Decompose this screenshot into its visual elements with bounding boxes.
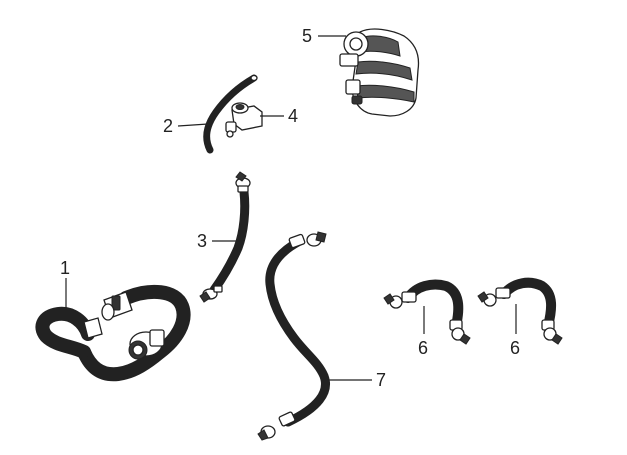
part-4-valve: [225, 102, 263, 138]
part-3-top-clamp: [235, 171, 251, 193]
part-7-bottom-clamp: [257, 425, 276, 441]
callouts: 1 2 3 4 5 6 6 7: [60, 26, 520, 390]
callout-6-right: 6: [510, 338, 520, 358]
part-6-right-clamp-b: [543, 327, 563, 345]
part-6-right-clamp-a: [477, 291, 497, 307]
part-6-hose-right: [477, 277, 563, 345]
part-2-hose: [203, 74, 258, 154]
callout-3: 3: [197, 231, 207, 251]
part-6-left-clamp-b: [451, 327, 471, 345]
part-7-top-clamp: [306, 231, 327, 247]
callout-6-left: 6: [418, 338, 428, 358]
callout-5: 5: [302, 26, 312, 46]
leader-1: [65, 278, 75, 319]
part-7-long-hose: [257, 231, 330, 441]
callout-2: 2: [163, 116, 173, 136]
callout-7: 7: [376, 370, 386, 390]
part-3-bottom-clamp: [199, 285, 223, 303]
leader-lines: [65, 35, 517, 381]
callout-1: 1: [60, 258, 70, 278]
part-3-hose: [199, 171, 251, 303]
part-6-left-clamp-a: [383, 293, 403, 309]
callout-4: 4: [288, 106, 298, 126]
part-1-hose-assembly: [35, 284, 191, 382]
part-6-hose-left: [383, 279, 471, 345]
part-5-canister: [339, 28, 420, 117]
leader-2: [177, 123, 209, 127]
